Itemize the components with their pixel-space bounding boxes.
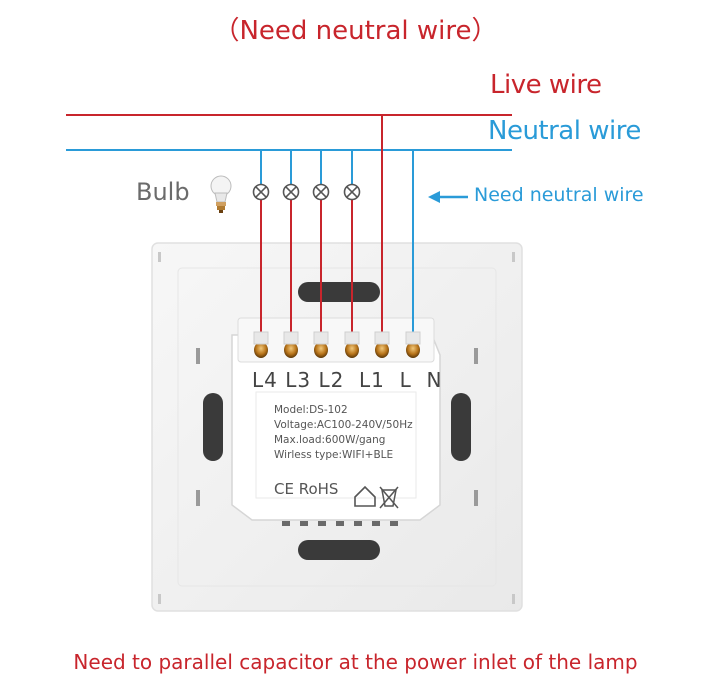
terminal-screw-n xyxy=(405,331,421,358)
terminal-screw-l xyxy=(374,331,390,358)
footer-note: Need to parallel capacitor at the power … xyxy=(73,650,638,674)
plate-tick xyxy=(158,594,161,604)
arrow-left-icon xyxy=(428,191,468,203)
module-vents xyxy=(282,521,398,526)
plate-tick xyxy=(196,348,200,364)
bulb-load-leads xyxy=(260,200,353,350)
plate-tick xyxy=(158,252,161,262)
terminal-screw-l4 xyxy=(253,331,269,358)
plate-tick xyxy=(196,490,200,506)
weee-bin-icon xyxy=(379,486,399,509)
terminal-screws xyxy=(253,331,421,358)
mount-slot-top xyxy=(298,282,380,302)
terminal-screw-l3 xyxy=(283,331,299,358)
module-label-area xyxy=(255,391,417,499)
bulb-neutral-leads xyxy=(260,150,353,184)
house-icon xyxy=(354,485,376,507)
lamp-symbol-l1 xyxy=(343,183,361,201)
spec-model: Model:DS-102 xyxy=(274,404,348,416)
plate-tick xyxy=(512,594,515,604)
need-neutral-callout: Need neutral wire xyxy=(474,184,644,206)
mount-slot-right xyxy=(451,393,471,461)
switch-plate-inner xyxy=(177,267,497,587)
plate-tick xyxy=(474,348,478,364)
terminal-labels: L4 L3 L2 L1 L N xyxy=(252,368,443,392)
terminal-screw-l1 xyxy=(344,331,360,358)
bulb-label: Bulb xyxy=(136,178,190,206)
spec-max-load: Max.load:600W/gang xyxy=(274,434,386,446)
light-bulb-icon xyxy=(210,175,232,213)
plate-tick xyxy=(512,252,515,262)
plate-tick xyxy=(474,490,478,506)
terminal-screw-l2 xyxy=(313,331,329,358)
spec-wireless: Wirless type:WIFI+BLE xyxy=(274,449,394,461)
mount-slot-left xyxy=(203,393,223,461)
neutral-wire-label: Neutral wire xyxy=(488,116,641,146)
lamp-symbol-l3 xyxy=(282,183,300,201)
lamp-symbol-l2 xyxy=(312,183,330,201)
diagram-title: （Need neutral wire） xyxy=(213,16,498,46)
lamp-symbol-l4 xyxy=(252,183,270,201)
spec-voltage: Voltage:AC100-240V/50Hz xyxy=(274,419,413,431)
certification-marks: CE RoHS xyxy=(274,480,339,498)
live-wire-label: Live wire xyxy=(490,70,602,100)
mount-slot-bottom xyxy=(298,540,380,560)
